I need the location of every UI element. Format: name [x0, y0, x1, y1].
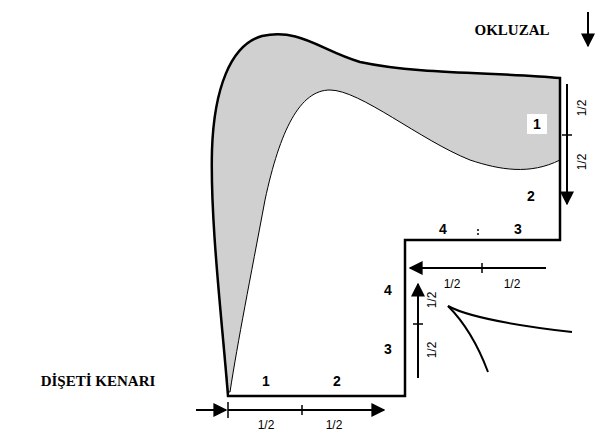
direction-label: DİŞETİ KENARI — [39, 373, 158, 390]
enamel-region — [212, 34, 560, 392]
direction-arrow — [587, 12, 589, 46]
callout-number: 2 — [525, 188, 537, 204]
fraction-label: 1/2 — [324, 418, 345, 432]
label-patch — [527, 114, 547, 134]
division-tick — [227, 402, 229, 418]
measure-arrow — [566, 84, 568, 204]
division-tick — [481, 263, 483, 273]
measure-arrow — [228, 409, 384, 411]
direction-label: OKLUZAL — [472, 22, 551, 39]
fraction-label: 1/2 — [502, 277, 523, 291]
callout-number: 4 — [437, 221, 449, 237]
division-tick — [413, 323, 423, 325]
callout-number: 2 — [331, 373, 343, 389]
callout-number: 4 — [382, 282, 394, 298]
direction-arrow — [196, 409, 226, 411]
measure-arrow — [417, 284, 419, 378]
fraction-label: 1/2 — [425, 290, 439, 311]
division-tick — [562, 134, 572, 136]
fraction-label: 1/2 — [256, 418, 277, 432]
callout-number: 1 — [260, 373, 272, 389]
fraction-label: 1/2 — [425, 340, 439, 361]
measure-arrow — [410, 267, 546, 269]
fraction-label: 1/2 — [575, 152, 589, 173]
division-tick — [477, 229, 479, 237]
division-tick — [301, 405, 303, 415]
callout-number: 3 — [512, 221, 524, 237]
callout-number: 3 — [382, 341, 394, 357]
gingiva — [448, 306, 488, 372]
callout-number: 1 — [531, 116, 543, 132]
fraction-label: 1/2 — [442, 277, 463, 291]
fraction-label: 1/2 — [575, 98, 589, 119]
tooth-outline — [212, 34, 560, 396]
